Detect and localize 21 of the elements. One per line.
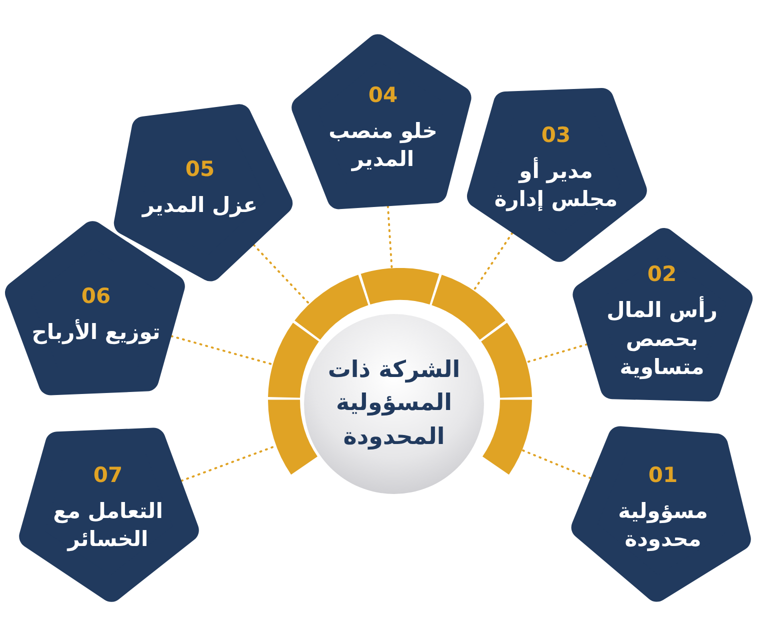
dotted-line — [252, 244, 310, 305]
step-number: 04 — [368, 82, 398, 107]
step-number: 06 — [81, 284, 111, 308]
dotted-line — [386, 205, 393, 270]
step-number: 01 — [648, 462, 678, 487]
dotted-line — [521, 449, 592, 480]
step-label: مسؤولية محدودة — [617, 498, 709, 554]
step-number: 03 — [541, 122, 571, 147]
step-label: عزل المدير — [140, 192, 259, 220]
step-label: رأس المال بحصص متساوية — [606, 296, 718, 382]
step-number: 05 — [185, 156, 215, 181]
step-label: مدير أو مجلس إدارة — [493, 156, 619, 214]
dotted-line — [170, 335, 274, 366]
dotted-line — [526, 343, 588, 364]
step-number: 07 — [93, 462, 123, 487]
step-number: 02 — [647, 262, 677, 286]
center-label: الشركة ذات المسؤولية المحدودة — [326, 356, 462, 452]
step-label: التعامل مع الخسائر — [52, 498, 164, 554]
dotted-line — [472, 232, 514, 292]
step-label: خلو منصب المدير — [328, 118, 438, 174]
step-label: توزيع الأرباح — [30, 318, 162, 346]
